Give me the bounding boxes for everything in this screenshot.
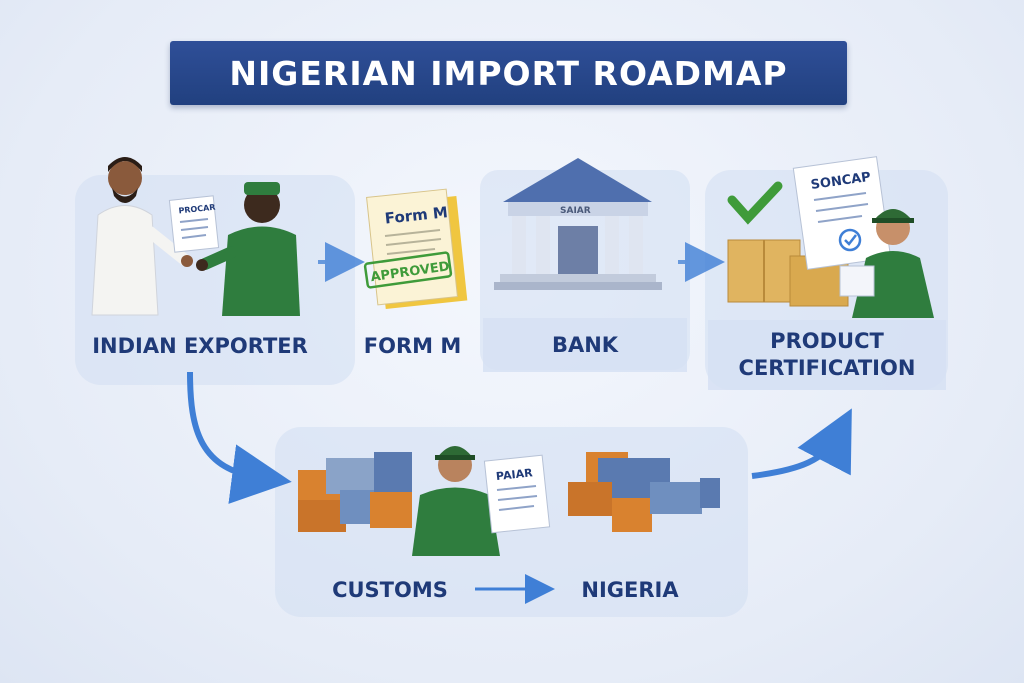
exporter-label-box: INDIAN EXPORTER — [75, 322, 325, 370]
form-m-document: Form M APPROVED — [363, 188, 468, 309]
check-icon — [727, 181, 783, 225]
certification-officer-figure — [839, 209, 934, 318]
form-m-label-box: FORM M — [355, 322, 470, 370]
certification-label-line2: CERTIFICATION — [738, 356, 916, 380]
soncap-document: SONCAP — [792, 156, 892, 270]
bank-sign: SAIAR — [560, 206, 591, 216]
indian-exporter-figure — [91, 157, 193, 316]
paiar-doc-text: PAIAR — [495, 466, 533, 483]
customs-officer-figure — [412, 446, 500, 556]
procar-doc-text: PROCAR — [178, 203, 216, 216]
arrow-nigeria-to-certification — [751, 408, 852, 479]
certification-label-line1: PRODUCT — [770, 329, 884, 353]
certification-label-box: PRODUCT CERTIFICATION — [708, 320, 946, 390]
bank-label-box: BANK — [483, 318, 687, 372]
container-stack-left — [298, 452, 412, 532]
customs-label: CUSTOMS — [332, 577, 448, 602]
bank-label: BANK — [551, 332, 619, 357]
page-title: NIGERIAN IMPORT ROADMAP — [229, 53, 788, 93]
title-banner: NIGERIAN IMPORT ROADMAP — [170, 41, 847, 105]
nigerian-importer-figure — [196, 182, 300, 316]
container-stack-right — [568, 452, 720, 532]
nigeria-label-box: NIGERIA — [555, 570, 705, 610]
arrow-exporter-to-customs — [187, 371, 292, 504]
bank-building-icon: SAIAR — [494, 158, 662, 290]
exporter-label: INDIAN EXPORTER — [92, 333, 308, 358]
form-m-label: FORM M — [363, 333, 462, 358]
paiar-document: PAIAR — [483, 454, 551, 534]
nigeria-label: NIGERIA — [581, 577, 679, 602]
procar-document: PROCAR — [168, 195, 220, 253]
customs-label-box: CUSTOMS — [300, 570, 480, 610]
